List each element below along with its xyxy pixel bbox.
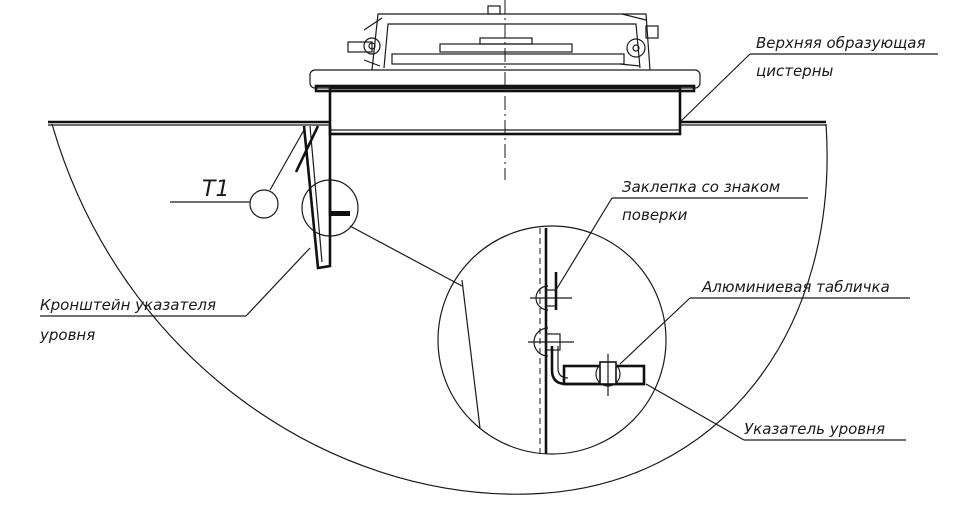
detail-enlarged-view: [437, 225, 667, 455]
tank-shell-arc: [51, 123, 828, 495]
label-bracket-line2: уровня: [39, 326, 95, 344]
label-rivet-line1: Заклепка со знаком: [622, 178, 780, 196]
level-bracket-small: [294, 125, 350, 270]
label-point-t1: T1: [202, 177, 229, 202]
t1-arrow-line: [269, 129, 305, 191]
leader-lines: [40, 53, 938, 441]
detail-connector-line-1: [349, 225, 463, 287]
label-bracket-line1: Кронштейн указателя: [40, 296, 216, 314]
detail-callout-small-circle: [301, 179, 359, 237]
label-top-generatrix-line1: Верхняя образующая: [756, 34, 926, 52]
detail-connector-line-2: [245, 247, 311, 317]
tank-top-line: [48, 120, 826, 126]
label-rivet-line2: поверки: [622, 206, 688, 224]
label-top-generatrix-line2: цистерны: [756, 62, 834, 80]
t1-point-circle: [249, 189, 279, 219]
label-level-indicator: Указатель уровня: [744, 420, 885, 438]
label-aluminum-plate: Алюминиевая табличка: [701, 278, 890, 296]
